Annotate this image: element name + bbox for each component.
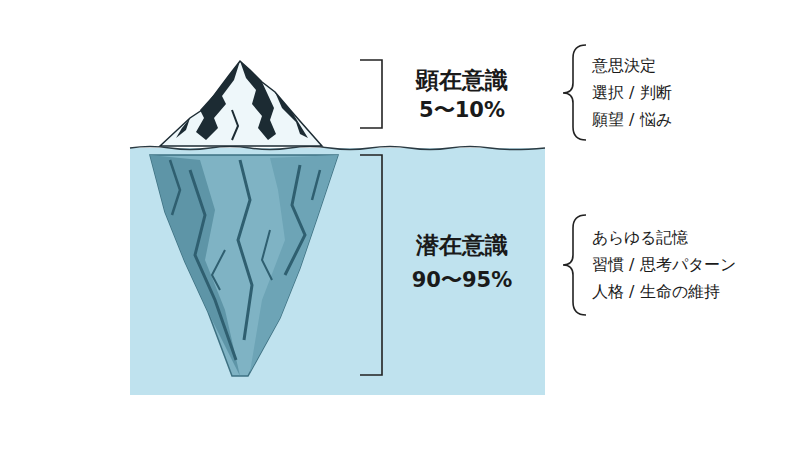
layer-item: あらゆる記憶 [592, 229, 688, 247]
layer-item: 意思決定 [592, 57, 656, 75]
water-surface [130, 147, 545, 150]
percentage: 90〜95% [412, 268, 513, 292]
layer-name: 潜在意識 [416, 232, 508, 258]
iceberg-tip [160, 61, 322, 146]
layer-item: 選択 / 判断 [592, 84, 672, 102]
layer-item: 願望 / 悩み [592, 111, 672, 129]
curly-brace [563, 215, 586, 315]
curly-brace [563, 45, 586, 140]
percentage: 5〜10% [419, 98, 505, 122]
water [130, 148, 545, 395]
layer-item: 人格 / 生命の維持 [592, 283, 720, 301]
layer-item: 習慣 / 思考パターン [592, 256, 736, 274]
bracket [360, 60, 382, 128]
bracket [360, 155, 382, 375]
iceberg-underwater [150, 155, 338, 376]
layer-name: 顕在意識 [416, 67, 508, 93]
